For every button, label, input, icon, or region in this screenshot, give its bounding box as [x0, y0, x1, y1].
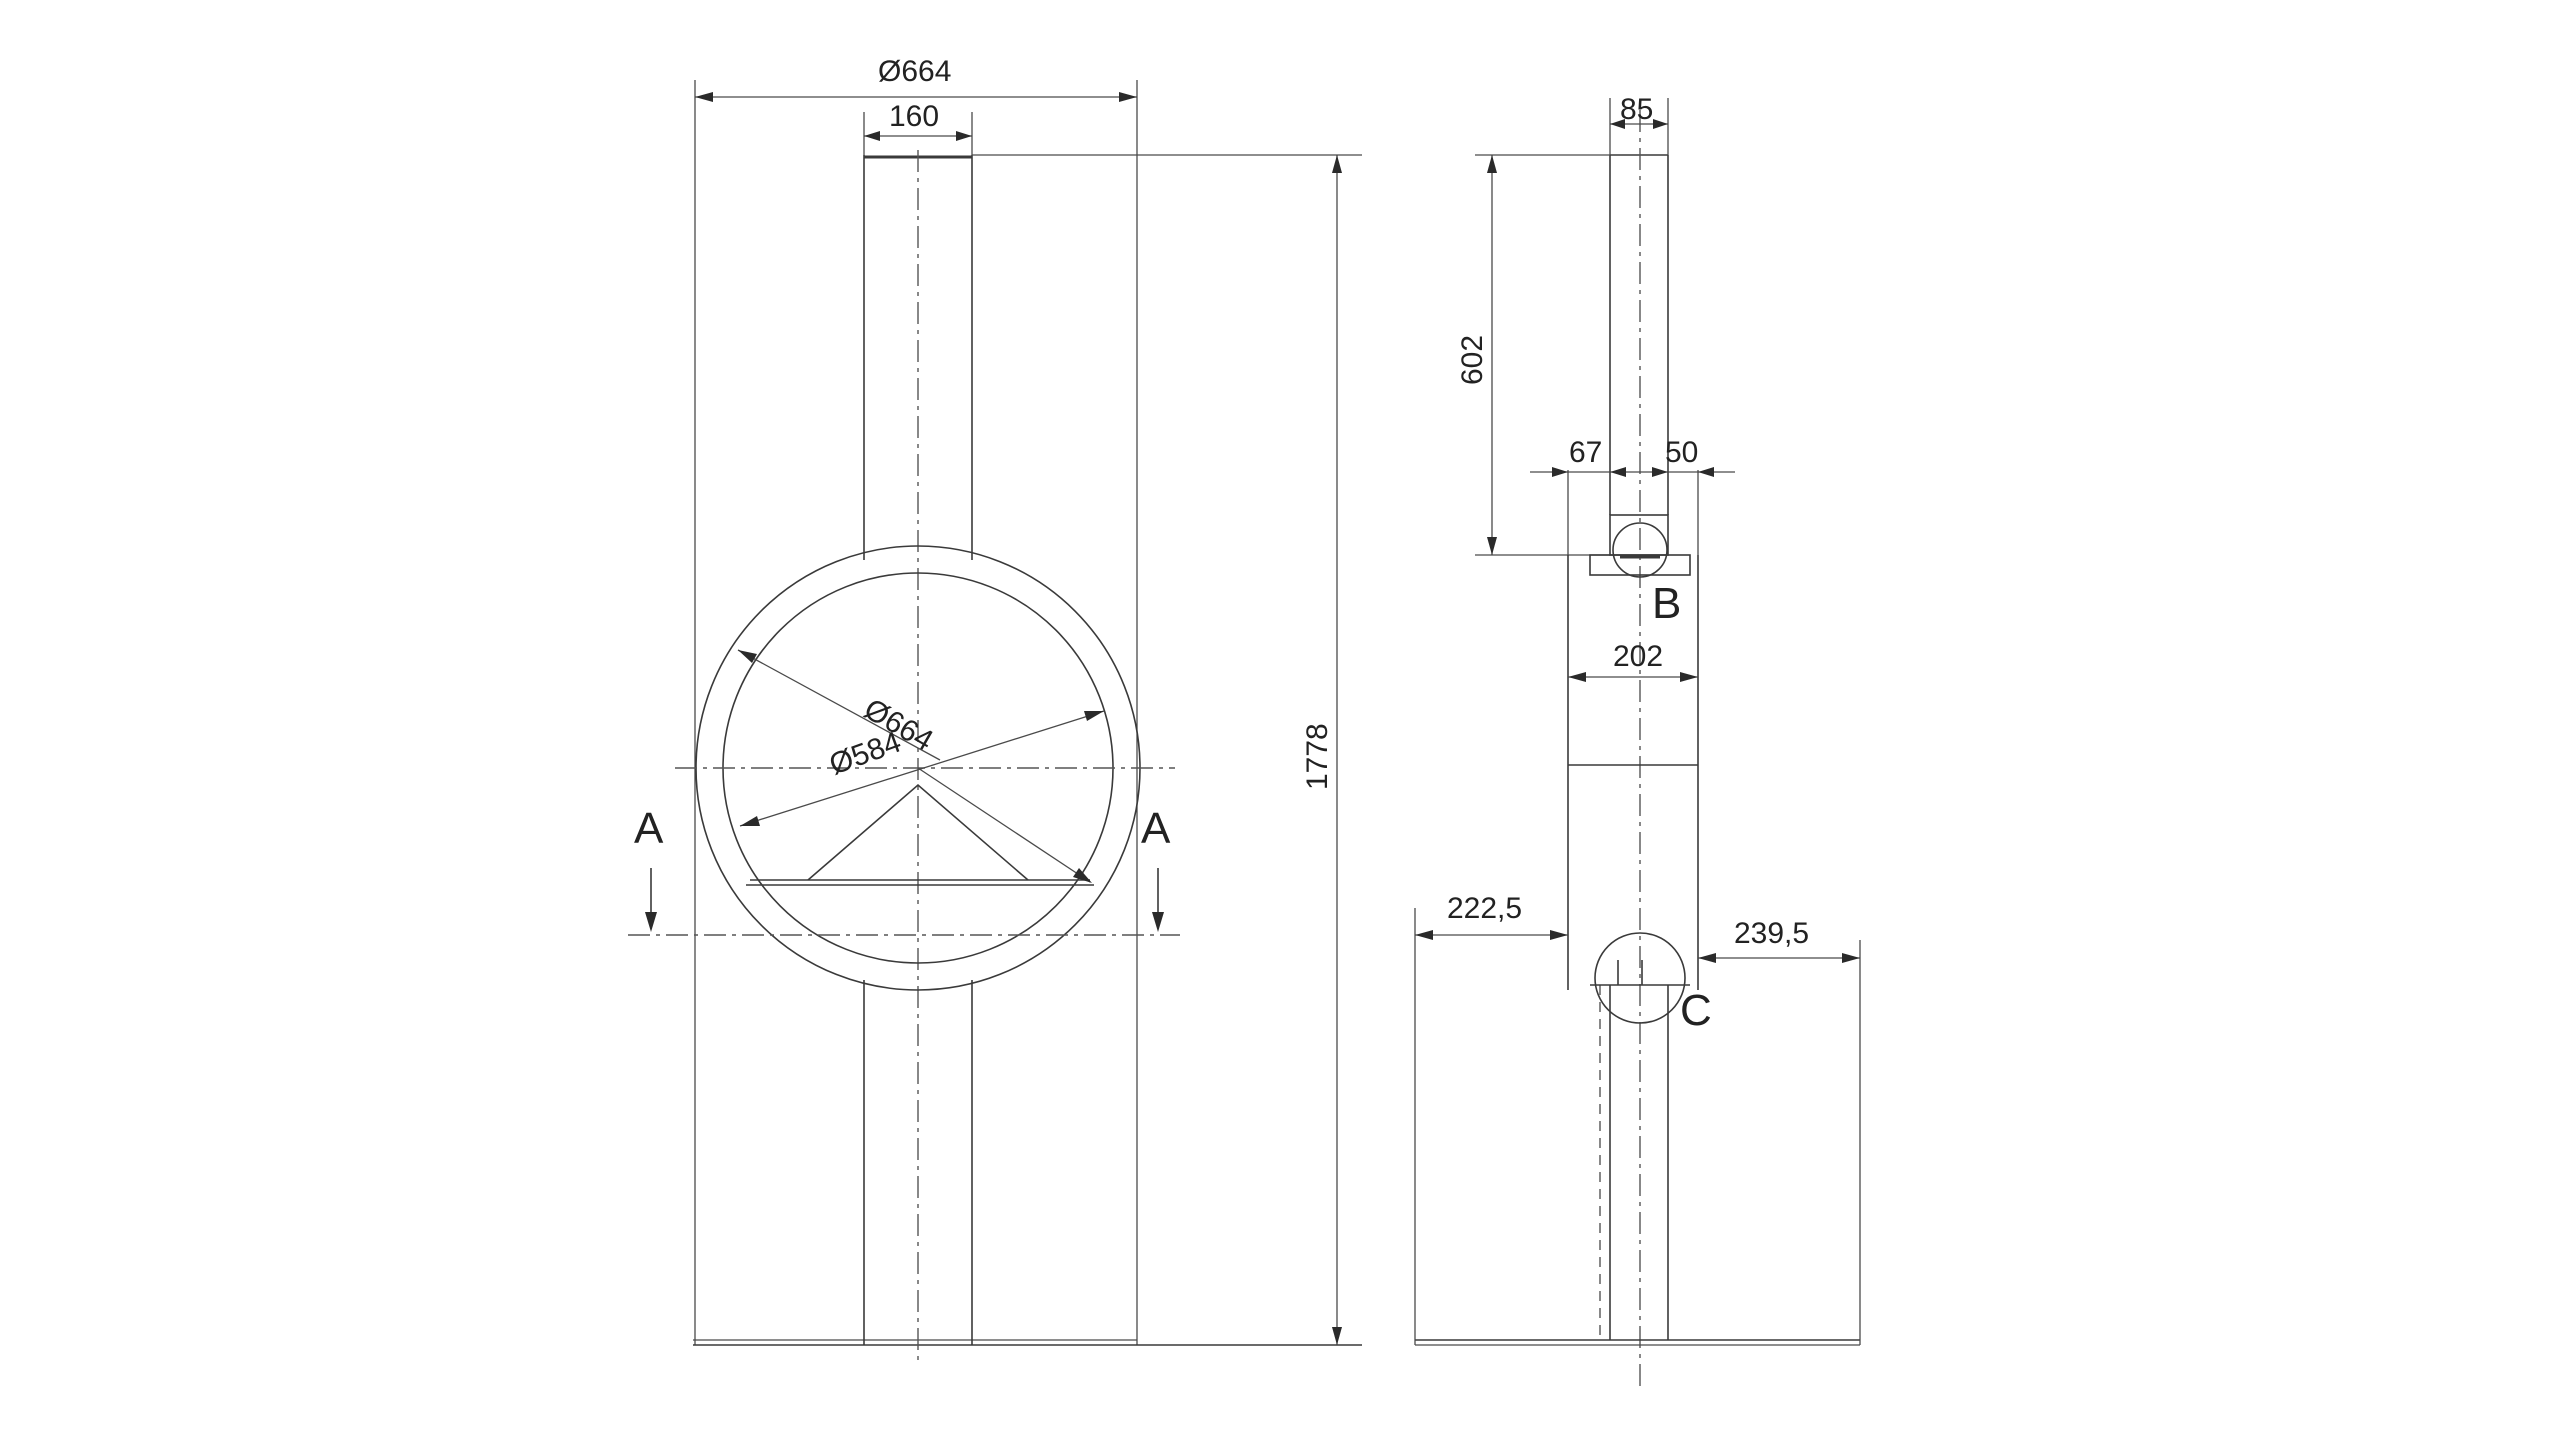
leader-inner-arrow-left [740, 816, 760, 826]
leader-inner-diameter [739, 710, 1105, 827]
dim-239-arrow-right [1842, 953, 1860, 963]
detail-label-c: C [1680, 986, 1712, 1035]
dim-overall-width-text: Ø664 [878, 55, 951, 88]
detail-label-b: B [1652, 579, 1681, 628]
dim-202-arrow-right [1680, 672, 1698, 682]
dim-total-height-text: 1778 [1301, 723, 1334, 790]
detail-c-circle [1594, 932, 1686, 1024]
dim-pipe-depth-text: 85 [1620, 93, 1653, 126]
detail-b-plate [1589, 554, 1691, 576]
dim-pipe-arrow-left [864, 131, 880, 141]
dim-67-arrow-a [1552, 467, 1568, 477]
dim-602-arrow-bottom [1487, 537, 1497, 555]
dim-222-arrow-right [1550, 930, 1568, 940]
section-label-left: A [634, 804, 664, 853]
dim-pipe-arrow-right [956, 131, 972, 141]
dim-upper-height-text: 602 [1456, 335, 1489, 385]
dim-base-left-text: 222,5 [1447, 892, 1522, 925]
dim-50-arrow-b [1698, 467, 1714, 477]
dim-67-arrow-b [1610, 467, 1626, 477]
dim-height-arrow-bottom [1332, 1327, 1342, 1345]
leader-outer-diameter [737, 649, 941, 761]
dim-body-depth-text: 202 [1613, 640, 1663, 673]
dim-85-arrow-left [1610, 119, 1625, 129]
side-view: 85 602 67 50 B 202 [1414, 93, 1861, 1390]
dim-inner-diameter-text: Ø584 [825, 725, 905, 781]
dim-239-arrow-left [1698, 953, 1716, 963]
detail-b-bracket [1609, 514, 1669, 556]
dim-offset-left-text: 67 [1569, 436, 1602, 469]
section-label-right: A [1141, 804, 1171, 853]
dim-width-arrow-left [695, 92, 713, 102]
leader-outer-arrow [738, 650, 757, 663]
dim-85-arrow-right [1653, 119, 1668, 129]
dim-base-right-text: 239,5 [1734, 917, 1809, 950]
leader-inner-arrow-right [1084, 711, 1104, 721]
dim-offset-right-text: 50 [1665, 436, 1698, 469]
dim-height-arrow-top [1332, 155, 1342, 173]
fire-cone [807, 783, 1029, 881]
dim-202-arrow-left [1568, 672, 1586, 682]
dim-pipe-width-text: 160 [889, 100, 939, 133]
dim-width-arrow-right [1119, 92, 1137, 102]
dim-222-arrow-left [1415, 930, 1433, 940]
detail-b-circle [1612, 522, 1668, 578]
dim-50-arrow-a [1652, 467, 1668, 477]
section-arrow-right-head [1152, 912, 1164, 932]
dim-602-arrow-top [1487, 155, 1497, 173]
leader-outer-arrow-2 [1073, 868, 1092, 883]
front-view: A A Ø664 160 1778 Ø664 Ø584 [628, 55, 1362, 1360]
section-arrow-left-head [645, 912, 657, 932]
leader-outer-diameter-2 [917, 767, 1091, 883]
